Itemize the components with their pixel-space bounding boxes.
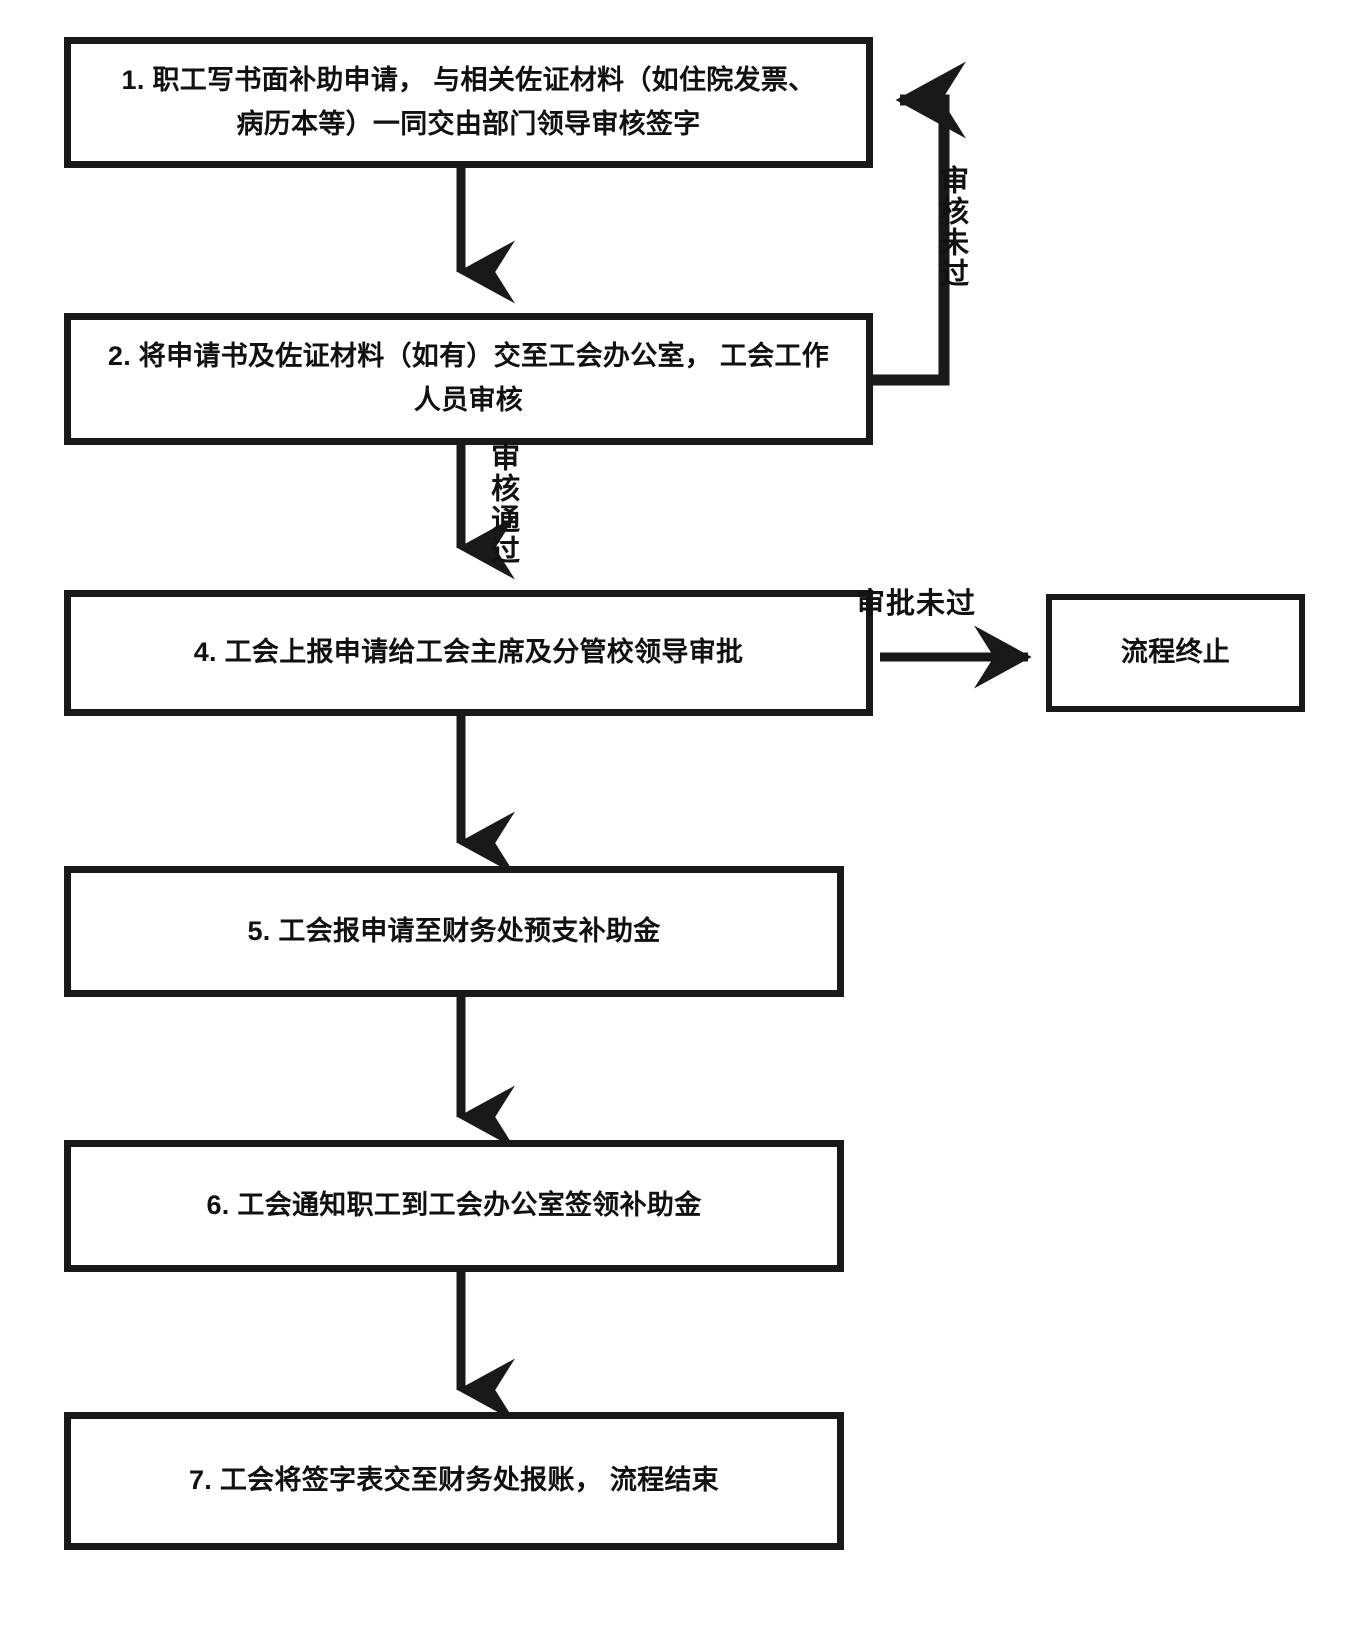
node-step6[interactable]: 6. 工会通知职工到工会办公室签领补助金 (64, 1140, 844, 1272)
node-step5[interactable]: 5. 工会报申请至财务处预支补助金 (64, 866, 844, 997)
node-terminate[interactable]: 流程终止 (1046, 594, 1305, 712)
node-step7-label: 7. 工会将签字表交至财务处报账， 流程结束 (188, 1465, 720, 1496)
node-step4[interactable]: 4. 工会上报申请给工会主席及分管校领导审批 (64, 590, 873, 716)
node-step1[interactable]: 1. 职工写书面补助申请， 与相关佐证材料（如住院发票、 病历本等）一同交由部门… (64, 37, 873, 168)
edge-label-review-passed: 审核通过 (486, 442, 519, 566)
node-step2-label: 2. 将申请书及佐证材料（如有）交至工会办公室， 工会工作 人员审核 (107, 341, 830, 415)
edge-label-review-failed: 审核未过 (935, 165, 968, 289)
node-step2[interactable]: 2. 将申请书及佐证材料（如有）交至工会办公室， 工会工作 人员审核 (64, 313, 873, 445)
node-step6-label: 6. 工会通知职工到工会办公室签领补助金 (206, 1190, 702, 1221)
node-terminate-label: 流程终止 (1120, 637, 1231, 668)
node-step4-label: 4. 工会上报申请给工会主席及分管校领导审批 (193, 637, 744, 668)
node-step5-label: 5. 工会报申请至财务处预支补助金 (247, 915, 661, 946)
edge-label-approval-failed: 审批未过 (856, 588, 977, 620)
connector-step2-to-step1-loopback (873, 61, 966, 386)
node-step7[interactable]: 7. 工会将签字表交至财务处报账， 流程结束 (64, 1412, 844, 1550)
node-step1-label: 1. 职工写书面补助申请， 与相关佐证材料（如住院发票、 病历本等）一同交由部门… (121, 64, 816, 139)
